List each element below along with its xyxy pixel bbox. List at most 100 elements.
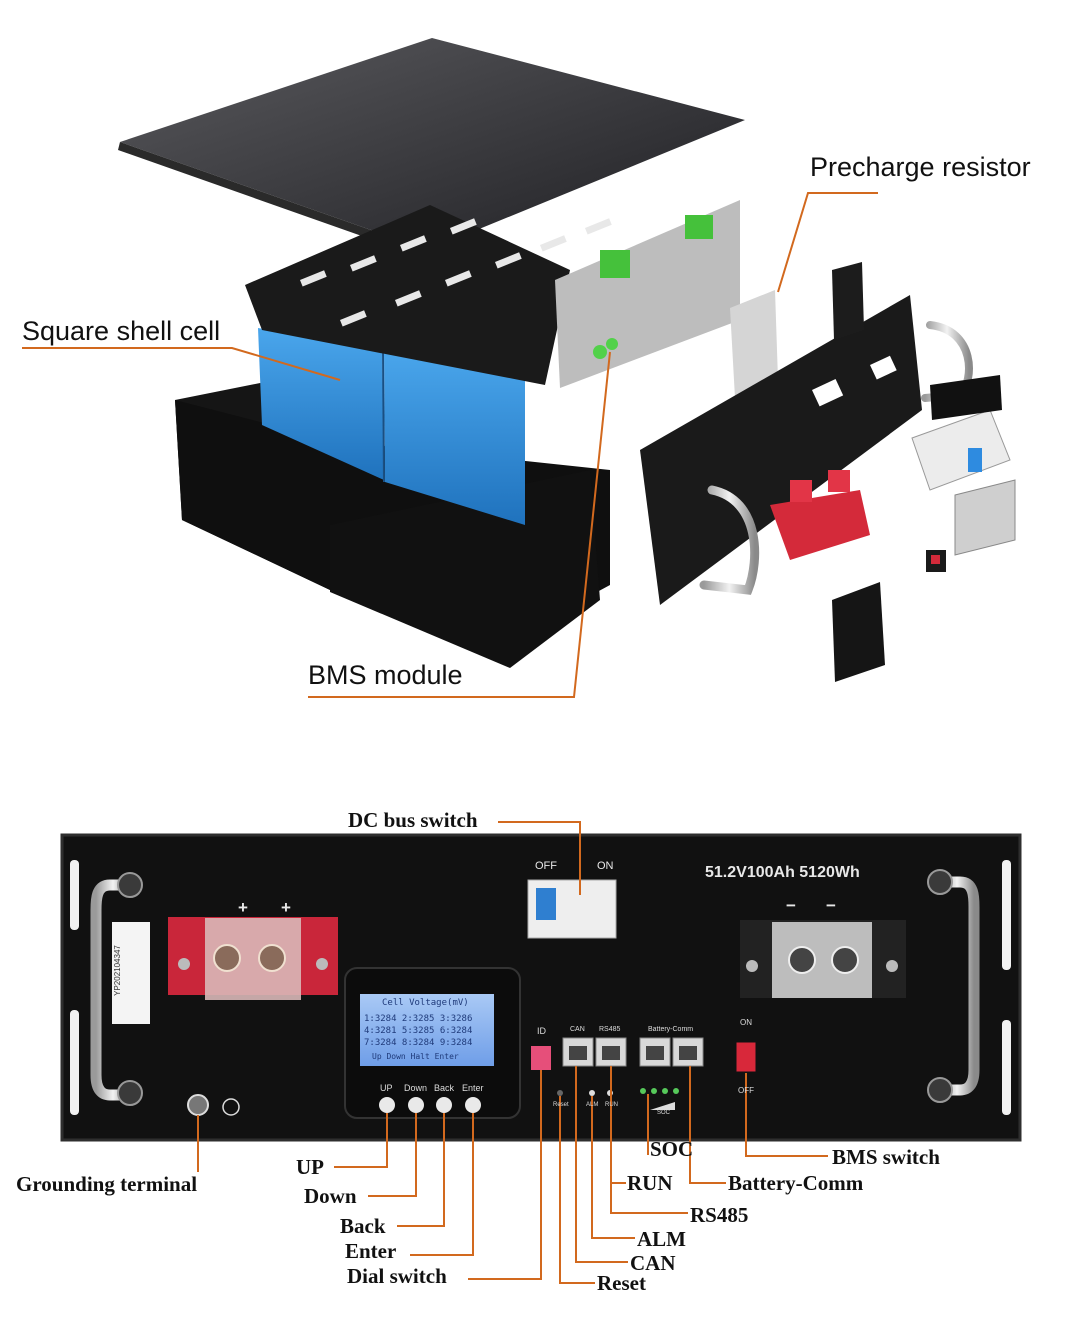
- display-button-back[interactable]: [436, 1097, 452, 1113]
- mount-slot-tr: [1002, 860, 1011, 970]
- leader-bms-module: [308, 351, 611, 698]
- mount-slot-tl: [70, 860, 79, 930]
- cell-block-right: [384, 350, 525, 525]
- serial-sticker: [112, 922, 150, 1024]
- label-bms-switch: BMS switch: [832, 1145, 940, 1169]
- caption-back: Back: [434, 1083, 455, 1093]
- alm-led: [589, 1090, 595, 1096]
- label-alm: ALM: [637, 1227, 686, 1251]
- mount-slot-bl: [70, 1010, 79, 1115]
- display-button-enter[interactable]: [465, 1097, 481, 1113]
- mount-slot-br: [1002, 1020, 1011, 1115]
- bms-led-2: [606, 338, 618, 350]
- front-plate-cutout-2: [869, 355, 897, 380]
- bms-switch[interactable]: [735, 1041, 757, 1073]
- display-button-down[interactable]: [408, 1097, 424, 1113]
- bms-connector-1: [600, 250, 630, 278]
- label-back: Back: [340, 1214, 386, 1238]
- label-rs485: RS485: [690, 1203, 749, 1227]
- front-handle: [699, 485, 760, 595]
- lcd-footer: Up Down Halt Enter: [372, 1052, 459, 1061]
- rear-bracket: [832, 262, 864, 340]
- bms-led-1: [593, 345, 607, 359]
- right-handle-mount-top: [927, 869, 953, 895]
- positive-screw-left: [178, 958, 190, 970]
- mark-run: RUN: [605, 1102, 618, 1108]
- label-can: CAN: [630, 1251, 676, 1275]
- reset-hole[interactable]: [557, 1090, 563, 1096]
- caption-enter: Enter: [462, 1083, 484, 1093]
- leader-dc-bus-switch: [498, 821, 581, 895]
- cover-plate-part: [832, 582, 885, 682]
- front-plate-cutout-1: [812, 379, 844, 407]
- soc-led-1: [640, 1088, 646, 1094]
- leader-alm: [591, 1096, 635, 1239]
- leader-precharge: [777, 192, 878, 293]
- bottom-leader-lines: [197, 821, 828, 1284]
- mark-soc: SOC: [657, 1110, 671, 1116]
- caption-battery-comm: Battery-Comm: [648, 1026, 694, 1033]
- top-cover-edge: [118, 142, 430, 260]
- rs485-port-opening: [602, 1046, 620, 1060]
- left-handle-mount-bottom: [117, 1080, 143, 1106]
- panel-rating: 51.2V100Ah 5120Wh: [705, 864, 860, 881]
- display-button-up[interactable]: [379, 1097, 395, 1113]
- leader-can: [575, 1066, 628, 1263]
- front-plate: [640, 295, 922, 605]
- lcd-row-1: 1:3284 2:3285 3:3286: [364, 1014, 473, 1024]
- cell-tray-slots: [300, 218, 612, 327]
- soc-led-4: [673, 1088, 679, 1094]
- negative-screw-left: [746, 960, 758, 972]
- red-terminal-cap-2: [828, 470, 850, 492]
- small-switch-red: [931, 555, 940, 564]
- grounding-bolt: [187, 1094, 209, 1116]
- bms-connector-2: [685, 215, 713, 239]
- caption-up: UP: [380, 1083, 393, 1093]
- label-enter: Enter: [345, 1239, 397, 1263]
- positive-bolt-2: [258, 944, 286, 972]
- lcd-row-2: 4:3281 5:3285 6:3284: [364, 1026, 473, 1036]
- lcd-screen: [360, 994, 494, 1066]
- label-precharge-resistor: Precharge resistor: [810, 152, 1031, 182]
- positive-sign-2: +: [281, 898, 291, 917]
- battery-comm-port-1-opening: [646, 1046, 664, 1060]
- dial-switch[interactable]: [531, 1046, 551, 1070]
- leader-square-shell: [22, 347, 341, 381]
- dc-bus-breaker-toggle: [536, 888, 556, 920]
- right-handle-mount-bottom: [927, 1077, 953, 1103]
- negative-screw-right: [886, 960, 898, 972]
- soc-gauge-wedge: [650, 1102, 675, 1110]
- battery-comm-port-2-opening: [679, 1046, 697, 1060]
- soc-led-3: [662, 1088, 668, 1094]
- leader-battery-comm: [689, 1066, 726, 1184]
- bms-board: [555, 200, 740, 388]
- label-run: RUN: [627, 1171, 673, 1195]
- label-battery-comm: Battery-Comm: [728, 1171, 864, 1195]
- breaker-part: [911, 409, 1011, 491]
- cell-divider: [382, 349, 385, 483]
- leader-up: [334, 1113, 388, 1168]
- case-front-face: [330, 470, 600, 668]
- negative-sign-1: −: [786, 896, 796, 915]
- label-soc: SOC: [650, 1137, 694, 1161]
- leader-down: [368, 1113, 417, 1197]
- exploded-view: [118, 38, 1016, 682]
- mark-alm: ALM: [586, 1102, 599, 1108]
- label-bms-module: BMS module: [308, 660, 463, 690]
- caption-rs485: RS485: [599, 1026, 621, 1033]
- negative-bolt-1: [788, 946, 816, 974]
- mark-reset: Reset: [553, 1102, 569, 1108]
- caption-down: Down: [404, 1083, 428, 1093]
- top-cover: [120, 38, 745, 250]
- label-square-shell-cell: Square shell cell: [22, 316, 221, 346]
- bms-off-label: OFF: [738, 1086, 754, 1095]
- red-terminal-cap-1: [790, 480, 812, 502]
- positive-screw-right: [316, 958, 328, 970]
- grounding-symbol: [222, 1098, 240, 1116]
- breaker-accent: [968, 448, 982, 472]
- can-port-opening: [569, 1046, 587, 1060]
- leader-enter: [410, 1113, 474, 1256]
- leader-dial-switch: [468, 1070, 542, 1280]
